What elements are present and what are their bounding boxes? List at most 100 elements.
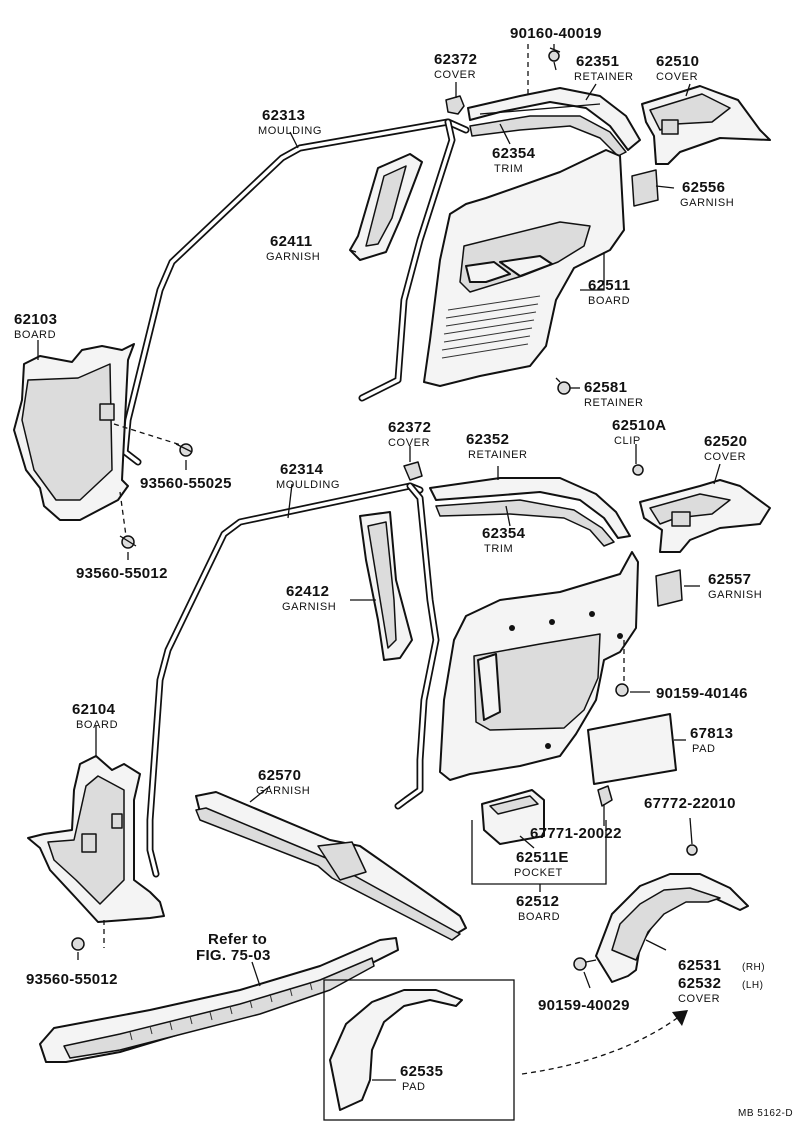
label-62354-mid: 62354 TRIM	[482, 525, 526, 555]
svg-text:TRIM: TRIM	[494, 163, 523, 175]
leader-lines	[37, 44, 721, 1081]
retainer-62351	[467, 87, 641, 157]
label-62510: 62510 COVER	[656, 53, 699, 83]
svg-text:BOARD: BOARD	[588, 295, 630, 307]
svg-text:TRIM: TRIM	[484, 543, 513, 555]
label-93560-55025: 93560-55025	[140, 475, 232, 492]
svg-text:62412: 62412	[286, 583, 329, 600]
label-67771-20022: 67771-20022	[530, 825, 622, 842]
label-93560-55012-lower: 93560-55012	[26, 971, 117, 988]
svg-text:POCKET: POCKET	[514, 867, 563, 879]
label-62581: 62581 RETAINER	[584, 379, 644, 409]
retainer-62581	[555, 377, 571, 395]
pad-62535	[329, 989, 463, 1111]
label-62352: 62352 RETAINER	[466, 431, 528, 461]
garnish-62557	[655, 569, 683, 607]
cover-62531-62532	[595, 873, 749, 983]
svg-text:62535: 62535	[400, 1063, 443, 1080]
svg-text:RETAINER: RETAINER	[584, 397, 644, 409]
svg-text:67772-22010: 67772-22010	[644, 795, 736, 812]
svg-text:62352: 62352	[466, 431, 509, 448]
svg-text:PAD: PAD	[402, 1081, 426, 1093]
svg-text:90159-40146: 90159-40146	[656, 685, 748, 702]
svg-text:62531: 62531	[678, 957, 721, 974]
label-93560-55012-upper: 93560-55012	[76, 565, 167, 582]
svg-text:90159-40029: 90159-40029	[538, 997, 630, 1014]
svg-text:(LH): (LH)	[742, 980, 763, 991]
svg-text:BOARD: BOARD	[14, 329, 56, 341]
svg-text:62511E: 62511E	[516, 849, 569, 866]
label-refer-to: Refer to FIG. 75-03	[196, 931, 270, 964]
screw-90159-40029	[573, 957, 597, 971]
label-62354-top: 62354 TRIM	[492, 145, 536, 175]
svg-text:COVER: COVER	[704, 451, 746, 463]
diagram-code: MB 5162-D	[738, 1108, 793, 1119]
clip-62510A	[632, 464, 644, 476]
svg-text:62556: 62556	[682, 179, 725, 196]
board-62511-ribs	[441, 295, 541, 359]
svg-text:62512: 62512	[516, 893, 559, 910]
svg-text:62411: 62411	[270, 233, 312, 250]
garnish-62570	[195, 791, 467, 941]
svg-text:62532: 62532	[678, 975, 721, 992]
svg-text:67771-20022: 67771-20022	[530, 825, 622, 842]
label-62531-62532: 62531 (RH) 62532 (LH) COVER	[678, 957, 765, 1005]
svg-text:(RH): (RH)	[742, 962, 765, 973]
svg-text:62510A: 62510A	[612, 417, 666, 434]
svg-text:GARNISH: GARNISH	[256, 785, 310, 797]
moulding-62313	[121, 118, 470, 466]
label-62511: 62511 BOARD	[588, 277, 630, 307]
screw-90160-40019	[527, 44, 561, 96]
svg-text:62313: 62313	[262, 107, 305, 124]
svg-text:MOULDING: MOULDING	[276, 479, 340, 491]
label-62104: 62104 BOARD	[72, 701, 118, 731]
svg-text:62520: 62520	[704, 433, 747, 450]
svg-text:BOARD: BOARD	[76, 719, 118, 731]
svg-text:93560-55025: 93560-55025	[140, 475, 232, 492]
bolt-93560-55012-upper	[119, 491, 137, 549]
label-62372-mid: 62372 COVER	[388, 419, 431, 449]
svg-text:62314: 62314	[280, 461, 324, 478]
garnish-62411	[349, 153, 423, 261]
assembly-arrow	[521, 1010, 688, 1075]
cover-62372-top	[445, 95, 465, 115]
svg-text:COVER: COVER	[434, 69, 476, 81]
label-90159-40146: 90159-40146	[656, 685, 748, 702]
svg-text:Refer to: Refer to	[208, 931, 267, 948]
label-62103: 62103 BOARD	[14, 311, 57, 341]
cover-62372-mid	[403, 461, 423, 481]
garnish-62412	[359, 511, 413, 661]
scuff-plate	[39, 937, 399, 1063]
label-62314: 62314 MOULDING	[276, 461, 340, 491]
svg-text:GARNISH: GARNISH	[266, 251, 320, 263]
garnish-62556	[631, 169, 659, 207]
moulding-62314	[146, 482, 440, 878]
label-62570: 62570 GARNISH	[256, 767, 310, 797]
svg-text:COVER: COVER	[678, 993, 720, 1005]
svg-text:62354: 62354	[492, 145, 536, 162]
svg-text:MOULDING: MOULDING	[258, 125, 322, 137]
svg-text:GARNISH: GARNISH	[680, 197, 734, 209]
svg-text:BOARD: BOARD	[518, 911, 560, 923]
label-67772-22010: 67772-22010	[644, 795, 736, 812]
screw-90159-40146	[615, 640, 629, 697]
svg-text:62510: 62510	[656, 53, 699, 70]
svg-text:GARNISH: GARNISH	[708, 589, 762, 601]
svg-text:62354: 62354	[482, 525, 526, 542]
svg-text:62104: 62104	[72, 701, 116, 718]
svg-text:62103: 62103	[14, 311, 57, 328]
board-62512	[439, 551, 639, 781]
svg-text:MB 5162-D: MB 5162-D	[738, 1108, 793, 1119]
label-62511E: 62511E POCKET	[514, 849, 569, 879]
label-62520: 62520 COVER	[704, 433, 747, 463]
bolt-93560-55025	[113, 423, 193, 457]
label-62535: 62535 PAD	[400, 1063, 443, 1093]
board-62104	[27, 755, 165, 923]
label-62510A: 62510A CLIP	[612, 417, 666, 447]
svg-text:COVER: COVER	[656, 71, 698, 83]
label-62313: 62313 MOULDING	[258, 107, 322, 137]
label-67813: 67813 PAD	[690, 725, 733, 755]
svg-text:RETAINER: RETAINER	[468, 449, 528, 461]
svg-text:62372: 62372	[388, 419, 431, 436]
